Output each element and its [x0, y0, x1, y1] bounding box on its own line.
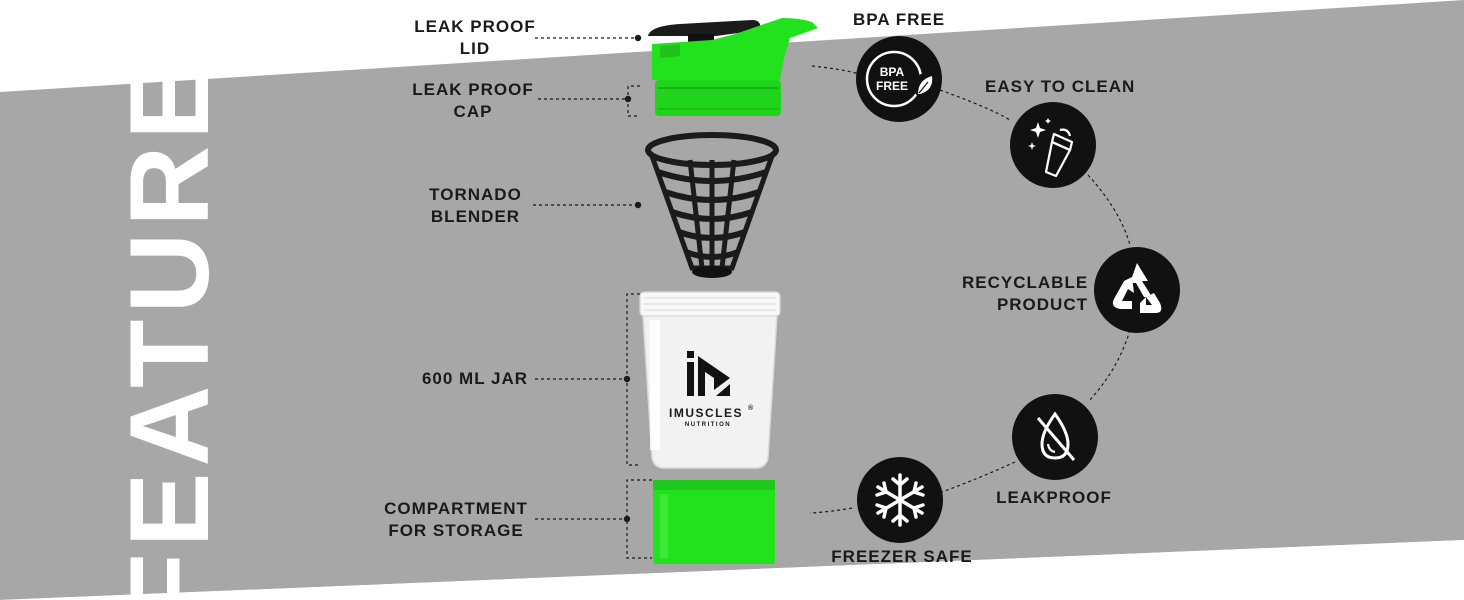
freezer-safe-label: FREEZER SAFE	[831, 547, 973, 566]
recycle-icon	[1112, 263, 1162, 313]
blender-label: TORNADO BLENDER	[418, 184, 533, 228]
leakproof-label: LEAKPROOF	[996, 488, 1112, 507]
lid-shape	[648, 20, 761, 44]
no-drop-icon	[1036, 411, 1076, 461]
recyclable-label-line2: PRODUCT	[996, 295, 1088, 314]
lid-label-line2: LID	[459, 39, 491, 58]
jar-label: 600 ML JAR	[414, 368, 536, 390]
leakproof-circle	[1012, 394, 1098, 480]
recyclable-label: RECYCLABLE PRODUCT	[962, 272, 1088, 316]
bpa-badge-line2: FREE	[876, 79, 908, 93]
blender-dot	[634, 201, 642, 209]
brand-name: IMUSCLES	[669, 406, 743, 420]
jar-dot	[623, 375, 631, 383]
storage-bracket	[626, 479, 652, 559]
freezer-safe-circle	[857, 457, 943, 543]
bottom-white-wedge	[0, 540, 1464, 600]
brand-registered-mark: ®	[748, 404, 754, 412]
blender-shape	[645, 132, 779, 278]
bpa-free-badge: BPA FREE	[856, 36, 942, 122]
recyclable-circle	[1094, 247, 1180, 333]
cap-label-line1: LEAK PROOF	[412, 80, 534, 99]
storage-dot	[623, 515, 631, 523]
snowflake-icon	[875, 473, 925, 527]
storage-label: COMPARTMENT FOR STORAGE	[372, 498, 540, 542]
easy-to-clean-circle	[1010, 102, 1096, 188]
blender-label-line1: TORNADO	[429, 185, 522, 204]
leaf-icon	[913, 73, 939, 99]
easy-to-clean-label: EASY TO CLEAN	[985, 77, 1136, 96]
storage-shape	[653, 480, 775, 564]
cap-shape	[652, 18, 818, 116]
jar-label-line1: 600 ML JAR	[421, 369, 529, 388]
feature-arc	[809, 65, 1131, 514]
bpa-badge-line1: BPA	[880, 65, 905, 79]
brand-sub: NUTRITION	[685, 422, 731, 428]
recyclable-label-line1: RECYCLABLE	[962, 273, 1089, 292]
lid-dot	[634, 34, 642, 42]
brand-logo	[687, 351, 730, 396]
shaker-sparkle-icon	[1028, 118, 1074, 178]
jar-shape: IMUSCLES ® NUTRITION	[639, 291, 781, 469]
cap-dot	[624, 95, 632, 103]
storage-label-line1: COMPARTMENT	[384, 499, 528, 518]
bpa-free-label: BPA FREE	[852, 10, 946, 29]
bpa-free-circle-icon: BPA FREE	[865, 50, 939, 108]
storage-label-line2: FOR STORAGE	[388, 521, 524, 540]
lid-label-line1: LEAK PROOF	[414, 17, 536, 36]
cap-label: LEAK PROOF CAP	[408, 79, 538, 123]
cap-label-line2: CAP	[453, 102, 493, 121]
blender-label-line2: BLENDER	[430, 207, 521, 226]
lid-label: LEAK PROOF LID	[410, 16, 540, 60]
